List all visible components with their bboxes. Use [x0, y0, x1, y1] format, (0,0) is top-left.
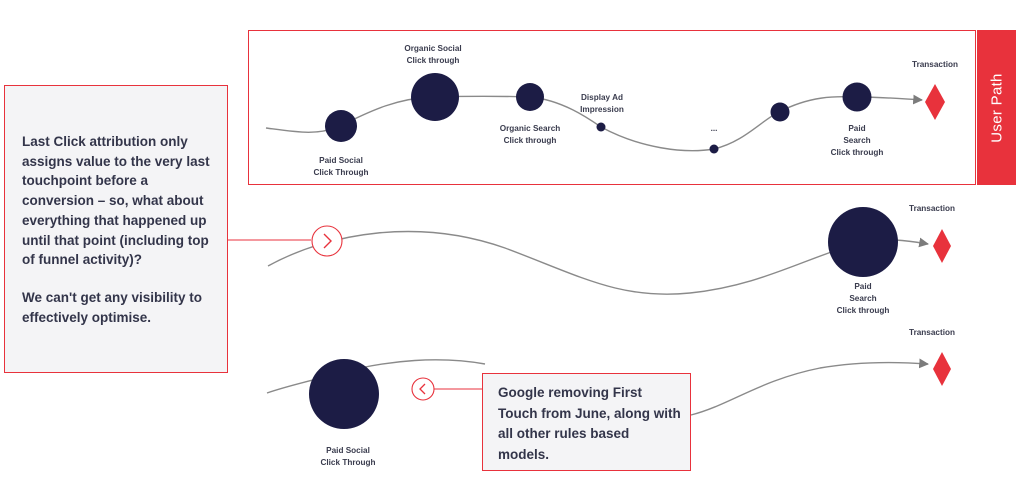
transaction-label-middle: Transaction: [909, 204, 955, 213]
transaction-diamond-top: [925, 84, 945, 120]
paid-social-label-2: Click Through: [313, 168, 368, 177]
last-click-explanation: Last Click attribution only assigns valu…: [22, 134, 210, 268]
paid-social-bottom-label-1: Paid Social: [326, 446, 370, 455]
paid-search-node-middle: [828, 207, 898, 277]
organic-social-label-1: Organic Social: [404, 44, 461, 53]
paid-search-label-2: Search: [843, 136, 870, 145]
organic-search-label-1: Organic Search: [500, 124, 561, 133]
organic-search-node: [516, 83, 544, 111]
display-ad-label-2: Impression: [580, 105, 624, 114]
paid-social-label-1: Paid Social: [319, 156, 363, 165]
paid-social-node: [325, 110, 357, 142]
ellipsis-node: [709, 144, 719, 154]
transaction-label-top: Transaction: [912, 60, 958, 69]
transaction-diamond-middle: [933, 229, 951, 263]
organic-social-node: [411, 73, 459, 121]
last-click-callout: Last Click attribution only assigns valu…: [4, 85, 228, 373]
paid-social-node-bottom: [309, 359, 379, 429]
transaction-label-bottom: Transaction: [909, 328, 955, 337]
chevron-right-icon[interactable]: [311, 225, 343, 257]
visibility-note: We can't get any visibility to effective…: [22, 289, 203, 325]
paid-search-node: [842, 82, 872, 112]
transaction-diamond-bottom: [933, 352, 951, 386]
display-ad-node: [596, 122, 606, 132]
bottom-path-line-end: [690, 358, 929, 416]
ellipsis-label: ...: [711, 124, 718, 133]
paid-search-label-3: Click through: [831, 148, 884, 157]
chevron-left-icon[interactable]: [411, 377, 435, 401]
paid-search-middle-label-1: Paid: [854, 282, 871, 291]
user-path-tab: User Path: [977, 30, 1016, 185]
first-touch-callout: Google removing First Touch from June, a…: [482, 373, 691, 471]
user-path-frame: [248, 30, 976, 185]
paid-search-middle-label-3: Click through: [837, 306, 890, 315]
display-ad-label-1: Display Ad: [581, 93, 623, 102]
organic-social-label-2: Click through: [407, 56, 460, 65]
paid-search-middle-label-2: Search: [849, 294, 876, 303]
unnamed-touchpoint-node: [770, 102, 790, 122]
first-touch-note: Google removing First Touch from June, a…: [498, 385, 681, 462]
organic-search-label-2: Click through: [504, 136, 557, 145]
paid-social-bottom-label-2: Click Through: [320, 458, 375, 467]
paid-search-label-1: Paid: [848, 124, 865, 133]
